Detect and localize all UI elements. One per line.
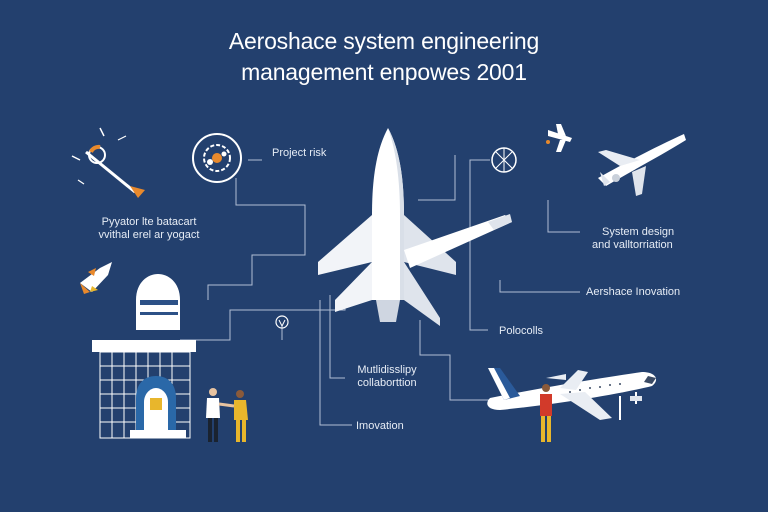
observatory-icon (92, 274, 196, 439)
airplane-icon (598, 134, 686, 196)
label-innovation: Imovation (356, 420, 404, 432)
badge-icon (275, 315, 289, 329)
label-system-design-1: System design (602, 226, 675, 238)
label-project-risk: Project risk (272, 147, 327, 159)
label-multidisciplinary-1: Mutlidisslipy (357, 364, 417, 376)
globe-icon (491, 147, 517, 173)
satellite-icon (71, 127, 145, 198)
label-left-caption-2: vvithal erel ar yogact (98, 229, 200, 241)
label-system-design-2: and valltorriation (592, 239, 673, 251)
rocket-icon (80, 262, 112, 294)
person-icon (540, 384, 552, 442)
people-handshake-icon (206, 388, 248, 442)
page-title-line1: Aeroshace system engineering (228, 28, 540, 54)
main-rocket-icon (318, 128, 512, 326)
label-protocols: Polocolls (499, 325, 544, 337)
label-left-caption-1: Pyyator lte batacart (101, 216, 197, 228)
label-aerospace-innovation: Aershace Inovation (586, 286, 681, 298)
connector-lines (180, 155, 580, 426)
label-multidisciplinary-2: collaborttion (357, 377, 417, 389)
airliner-icon (487, 368, 657, 420)
page-title-line2: management enpowes 2001 (241, 59, 527, 85)
small-airplane-icon (546, 124, 572, 152)
gear-circle-icon (192, 133, 242, 183)
